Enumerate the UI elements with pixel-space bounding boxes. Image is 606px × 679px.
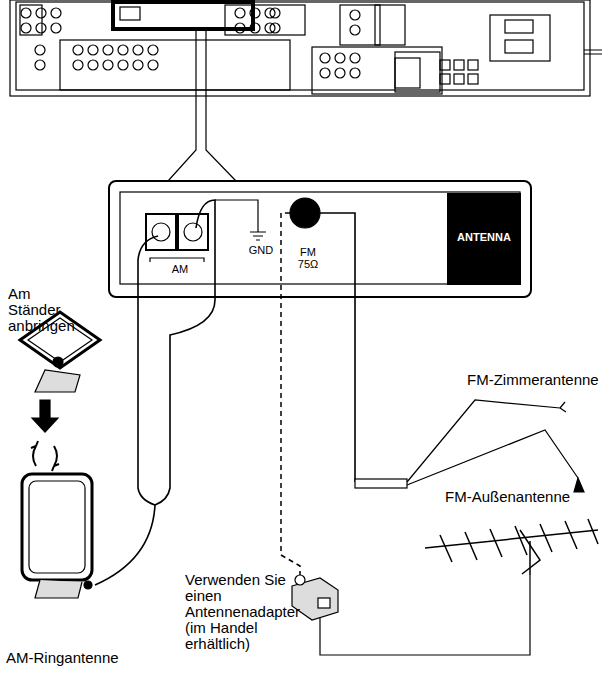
jack [51,23,61,33]
speaker-terminal [454,74,464,84]
am-terminal [146,214,176,250]
am-loop-antenna [22,474,92,598]
receiver-back-panel [10,0,602,96]
terminal-screw [184,223,202,241]
am-bracket [150,258,204,262]
jack [350,25,360,35]
jack [350,68,360,78]
jack [35,60,45,70]
jack [148,60,158,70]
jack [133,45,143,55]
jack [35,45,45,55]
terminal-label: GND [244,244,278,256]
arrow-down [32,400,58,432]
jack-block [20,5,42,35]
feeder-joint [355,479,407,488]
rotate-arrows [31,441,59,471]
speaker-terminal [468,60,478,70]
terminal-plate [120,192,520,284]
speaker-terminal [468,74,478,84]
jack [36,23,46,33]
terminal-screw [152,223,170,241]
annotation-label: AM-Ringantenne [6,650,166,666]
jack [118,60,128,70]
terminal-label: ANTENNA [449,231,519,243]
am-wire [155,200,215,505]
jack [88,45,98,55]
jack-block [375,5,405,45]
jack [320,68,330,78]
fm-connector [290,198,320,228]
am-cable [95,505,155,585]
jack [36,8,46,18]
terminal-label: FM 75Ω [290,246,326,270]
jack [335,53,345,63]
antenna-terminal-panel: AM GND FM 75Ω ANTENNA [108,180,532,298]
jack [335,68,345,78]
annotation-label: FM-Außenantenne [445,489,595,505]
jack-block [340,5,380,45]
wire-knot [560,402,566,412]
jack [350,10,360,20]
fm-feeder-cable [320,213,355,482]
jack [270,8,280,18]
jack [148,45,158,55]
terminal-label: AM [165,263,195,275]
jack-block [395,52,440,92]
jack [118,45,128,55]
jack [51,8,61,18]
annotation-label: Verwenden Sie einen Antennenadapter (im … [185,572,309,652]
jack [235,8,245,18]
jack [73,45,83,55]
fm-outdoor-antenna [425,519,598,575]
ground-wire [215,200,258,222]
zoom-lines [168,29,236,181]
am-wire [138,236,158,505]
jack [103,45,113,55]
antenna-band: ANTENNA [447,193,521,285]
am-terminal [178,214,208,250]
jack [21,23,31,33]
fm-indoor-antenna-wire [407,400,578,485]
jack [320,53,330,63]
speaker-terminal [454,60,464,70]
jack [21,8,31,18]
dashed-connection [281,213,300,578]
jack [133,60,143,70]
ground-symbol [250,222,266,240]
jack-block [60,40,290,90]
wire-tip [574,478,584,492]
jack [270,23,280,33]
outdoor-cable [320,575,530,655]
annotation-label: Am Ständer anbringen [8,286,86,334]
jack [73,60,83,70]
jack [103,60,113,70]
annotation-label: FM-Zimmerantenne [467,372,603,388]
jack-block [395,58,420,88]
jack [88,60,98,70]
jack [350,53,360,63]
